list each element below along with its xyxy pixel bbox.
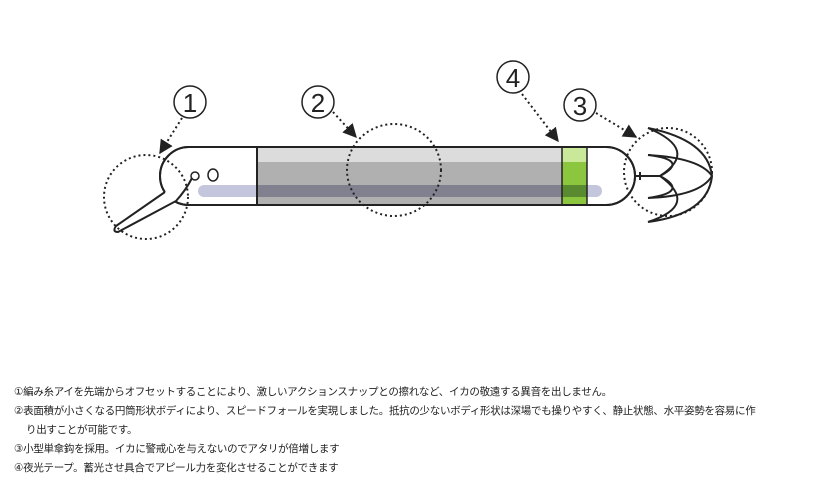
- callout-label-1: 1: [183, 88, 197, 118]
- callout-circle-1: [103, 154, 189, 240]
- callout-label-3: 3: [573, 91, 587, 121]
- lure-diagram: 1 2 3 4: [103, 60, 713, 240]
- note-4: ④夜光テープ。蓄光させ具合でアピール力を変化させることができます: [14, 462, 339, 474]
- note-1: ①編み糸アイを先端からオフセットすることにより、激しいアクションスナップとの擦れ…: [14, 386, 612, 398]
- note-2-continued: り出すことが可能です。: [26, 424, 138, 436]
- note-3: ③小型単傘鈎を採用。イカに警戒心を与えないのでアタリが倍増します: [14, 443, 340, 455]
- callout-circle-2: [346, 123, 442, 217]
- eye: [207, 168, 219, 182]
- squid-hooks: [635, 127, 713, 223]
- callout-label-4: 4: [506, 63, 520, 93]
- note-2: ②表面積が小さくなる円筒形状ボディにより、スピードフォールを実現しました。抵抗の…: [14, 405, 756, 417]
- lure-body: [159, 146, 636, 206]
- callout-label-2: 2: [311, 88, 325, 118]
- line-eye: [190, 171, 200, 181]
- braided-eye-line: [113, 177, 193, 234]
- callout-circle-3: [623, 127, 713, 217]
- feature-notes: ①編み糸アイを先端からオフセットすることにより、激しいアクションスナップとの擦れ…: [14, 383, 814, 478]
